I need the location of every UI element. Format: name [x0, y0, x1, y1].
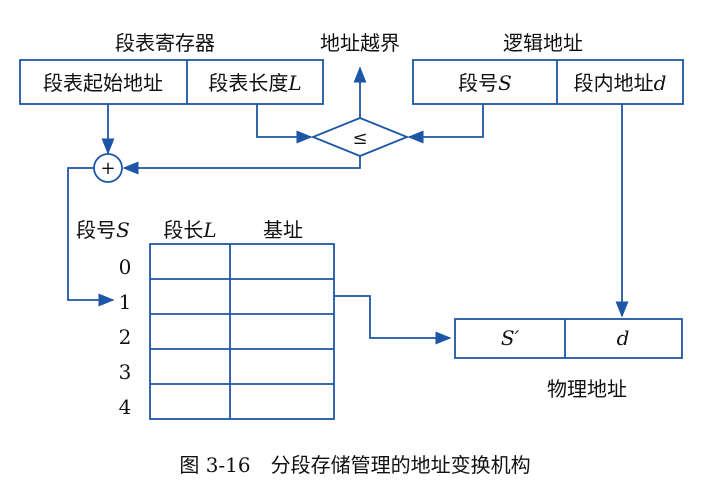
- col-segment-length: 段长L: [163, 218, 216, 242]
- figure-caption: 图 3-16 分段存储管理的地址变换机构: [179, 453, 530, 477]
- segment-table: [149, 243, 335, 420]
- segment-table-start-address: 段表起始地址: [43, 71, 163, 95]
- col-base-address: 基址: [263, 218, 303, 242]
- adder-symbol: +: [100, 158, 115, 179]
- col-segment-number: 段号S: [76, 218, 130, 242]
- physical-address-box: [454, 318, 683, 359]
- logical-address-title: 逻辑地址: [503, 31, 583, 55]
- adder-to-table-arrow: [67, 167, 115, 307]
- segment-register: [19, 59, 324, 105]
- segno-to-comparator-arrow: [407, 104, 484, 144]
- out-of-bounds-label: 地址越界: [320, 31, 400, 55]
- segment-register-title: 段表寄存器: [115, 31, 215, 55]
- physical-address-label: 物理地址: [547, 377, 627, 401]
- table-row-index: 4: [119, 395, 132, 419]
- table-row-index: 1: [119, 290, 132, 314]
- physical-segment: S′: [501, 326, 520, 350]
- comparator-symbol: ≤: [352, 128, 367, 149]
- physical-offset: d: [617, 326, 630, 350]
- segment-table-length: 段表长度L: [208, 71, 301, 95]
- segment-offset: 段内地址d: [574, 71, 667, 95]
- table-row-index: 2: [119, 325, 132, 349]
- base-to-physical-arrow: [334, 295, 452, 345]
- segno-to-adder-arrow: [122, 156, 361, 175]
- table-row-index: 3: [119, 360, 132, 384]
- length-to-comparator-arrow: [256, 104, 313, 144]
- table-row-index: 0: [119, 255, 132, 279]
- segment-number: 段号S: [458, 71, 512, 95]
- logical-address-box: [412, 59, 684, 105]
